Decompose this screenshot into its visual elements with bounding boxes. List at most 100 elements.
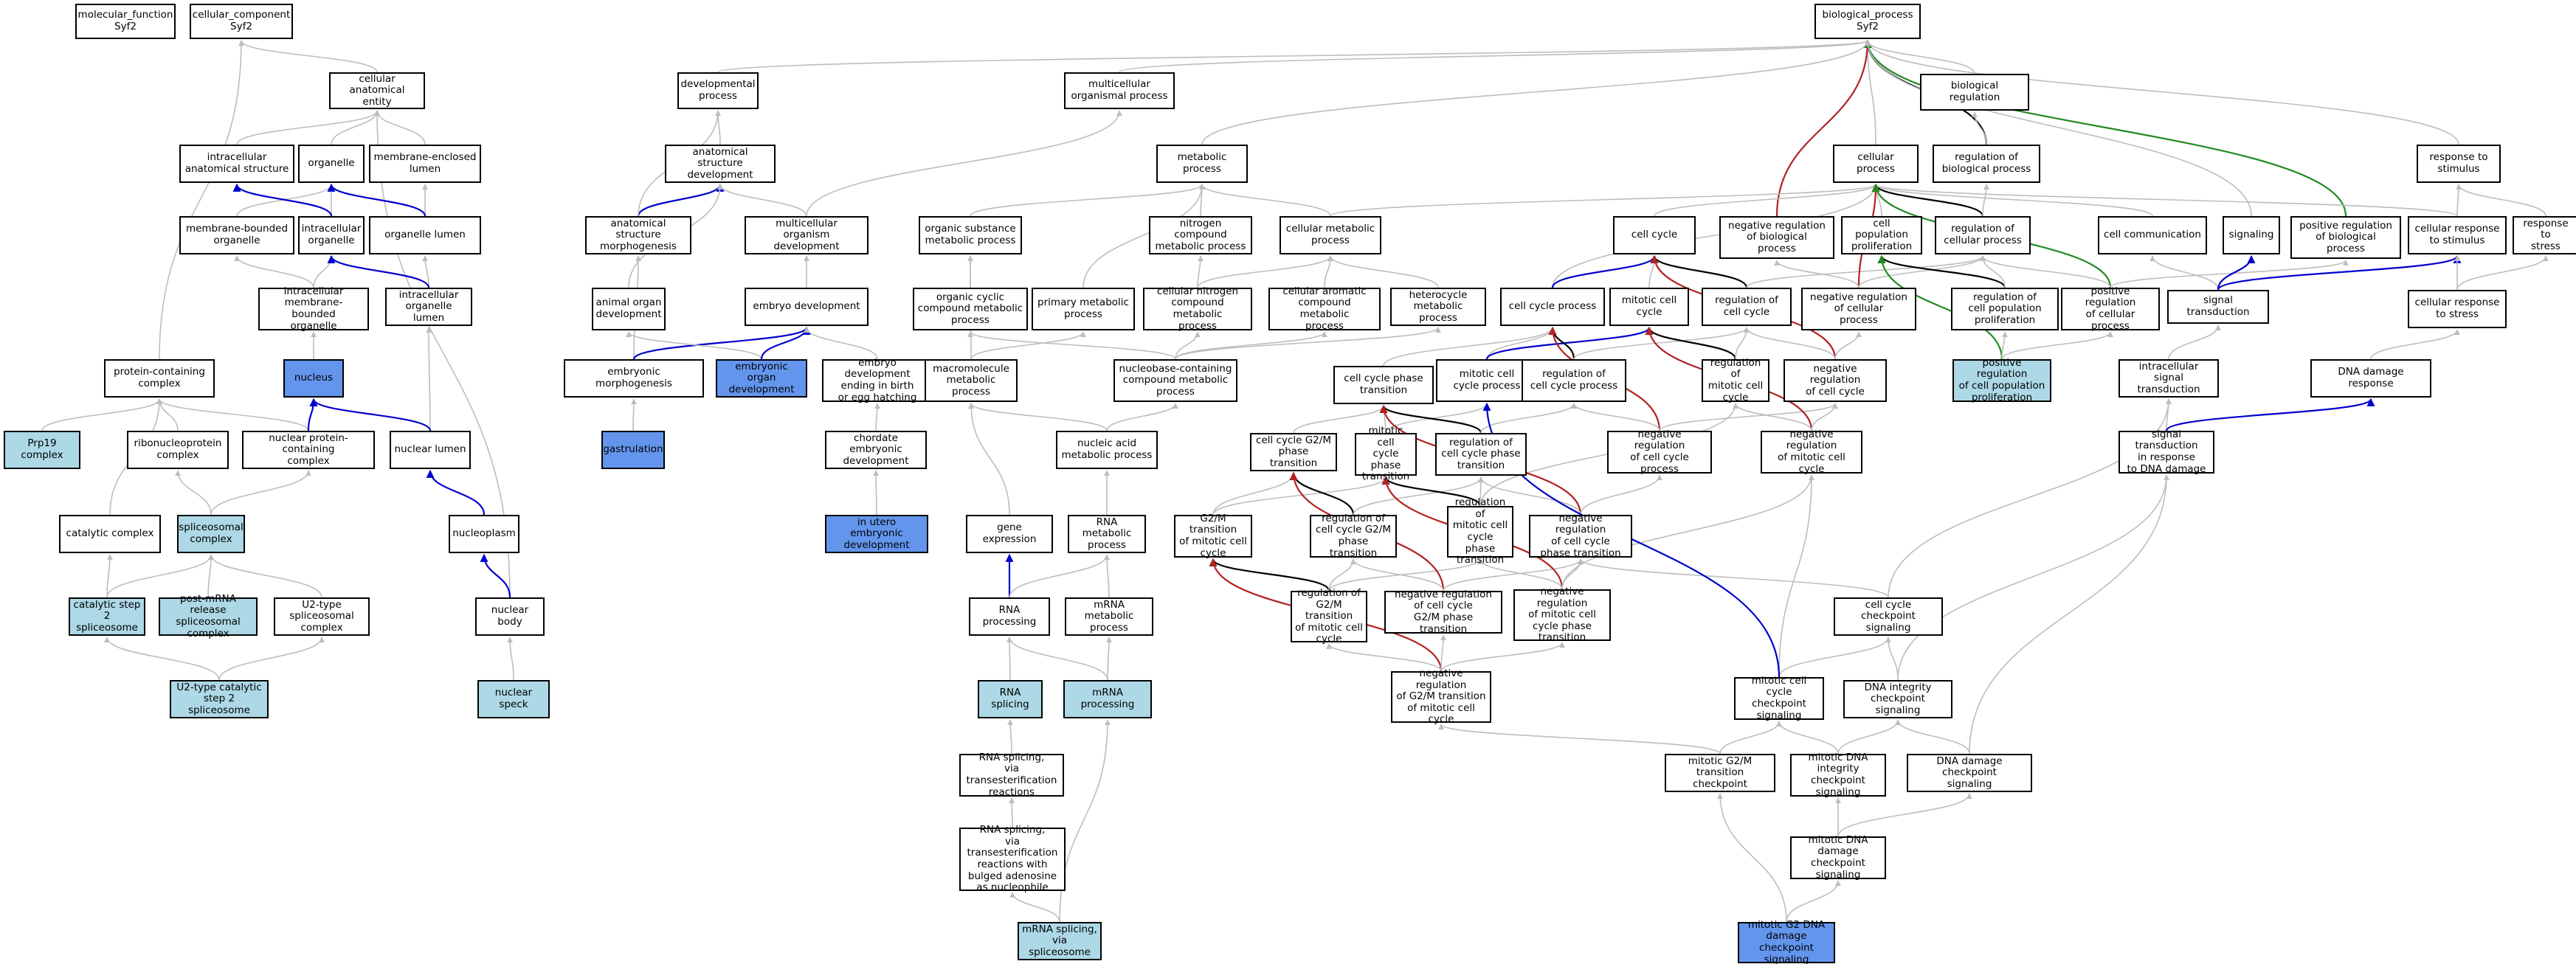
go-term-node[interactable]: catalytic complex bbox=[59, 515, 161, 553]
go-term-node[interactable]: negative regulation of cell cycle bbox=[1783, 359, 1887, 402]
go-term-node[interactable]: intracellular organelle bbox=[298, 216, 365, 254]
go-term-node[interactable]: negative regulation of cell cycle proces… bbox=[1607, 429, 1712, 474]
go-term-node[interactable]: catalytic step 2 spliceosome bbox=[69, 597, 145, 636]
go-term-node[interactable]: intracellular signal transduction bbox=[2119, 359, 2219, 398]
go-term-node[interactable]: organelle lumen bbox=[369, 216, 481, 254]
go-term-node[interactable]: chordate embryonic development bbox=[825, 431, 927, 469]
go-term-node[interactable]: intracellular anatomical structure bbox=[179, 145, 294, 183]
go-term-node[interactable]: animal organ development bbox=[592, 288, 666, 330]
go-term-node[interactable]: regulation of cell cycle process bbox=[1522, 359, 1626, 402]
go-term-node[interactable]: multicellular organismal process bbox=[1064, 72, 1175, 109]
go-term-node[interactable]: negative regulation of cell cycle G2/M p… bbox=[1384, 589, 1502, 634]
go-term-node[interactable]: anatomical structure morphogenesis bbox=[585, 216, 691, 254]
go-term-node[interactable]: response to stimulus bbox=[2417, 145, 2501, 183]
go-term-node[interactable]: mitotic cell cycle bbox=[1609, 288, 1689, 326]
go-term-node[interactable]: ribonucleoprotein complex bbox=[127, 431, 229, 469]
go-term-node[interactable]: positive regulation of cellular process bbox=[2061, 285, 2160, 331]
go-term-node[interactable]: organelle bbox=[298, 145, 365, 183]
go-term-node[interactable]: anatomical structure development bbox=[665, 145, 776, 183]
go-term-node[interactable]: mitotic DNA integrity checkpoint signali… bbox=[1790, 752, 1886, 797]
go-term-node[interactable]: cell cycle bbox=[1613, 216, 1696, 254]
go-term-node[interactable]: response to stress bbox=[2513, 216, 2576, 254]
go-term-node[interactable]: cell cycle checkpoint signaling bbox=[1834, 597, 1943, 636]
go-term-node[interactable]: regulation of cell population proliferat… bbox=[1951, 288, 2059, 330]
go-term-node[interactable]: regulation of biological process bbox=[1933, 145, 2040, 183]
go-term-node[interactable]: biological_process Syf2 bbox=[1814, 4, 1921, 39]
go-term-node[interactable]: U2-type spliceosomal complex bbox=[274, 597, 370, 636]
go-term-node[interactable]: regulation of cell cycle phase transitio… bbox=[1435, 433, 1527, 476]
go-term-node[interactable]: mRNA splicing, via spliceosome bbox=[1018, 922, 1102, 960]
go-term-node[interactable]: gastrulation bbox=[601, 431, 665, 469]
go-term-node[interactable]: signaling bbox=[2223, 216, 2280, 254]
go-term-node[interactable]: macromolecule metabolic process bbox=[925, 359, 1018, 402]
go-term-node[interactable]: developmental process bbox=[677, 72, 759, 109]
go-term-node[interactable]: nucleoplasm bbox=[449, 515, 519, 553]
go-term-node[interactable]: embryo development ending in birth or eg… bbox=[822, 357, 933, 403]
go-term-node[interactable]: organic cyclic compound metabolic proces… bbox=[913, 288, 1028, 330]
go-term-node[interactable]: nucleobase-containing compound metabolic… bbox=[1113, 359, 1237, 402]
go-term-node[interactable]: intracellular organelle lumen bbox=[385, 288, 472, 326]
go-term-node[interactable]: mitotic cell cycle phase transition bbox=[1355, 425, 1417, 482]
go-term-node[interactable]: cellular response to stimulus bbox=[2408, 216, 2507, 254]
go-term-node[interactable]: mRNA metabolic process bbox=[1065, 597, 1153, 636]
go-term-node[interactable]: RNA metabolic process bbox=[1068, 515, 1146, 553]
go-term-node[interactable]: gene expression bbox=[966, 515, 1053, 553]
go-term-node[interactable]: post-mRNA release spliceosomal complex bbox=[159, 593, 258, 639]
go-term-node[interactable]: regulation of cellular process bbox=[1935, 216, 2031, 254]
go-term-node[interactable]: Prp19 complex bbox=[4, 431, 80, 469]
go-term-node[interactable]: mRNA processing bbox=[1063, 680, 1152, 718]
go-term-node[interactable]: regulation of cell cycle G2/M phase tran… bbox=[1310, 513, 1397, 558]
go-term-node[interactable]: RNA processing bbox=[969, 597, 1050, 636]
go-term-node[interactable]: DNA integrity checkpoint signaling bbox=[1843, 680, 1952, 718]
go-term-node[interactable]: embryonic organ development bbox=[716, 359, 807, 398]
go-term-node[interactable]: cell population proliferation bbox=[1841, 216, 1922, 254]
go-term-node[interactable]: negative regulation of cell cycle phase … bbox=[1529, 513, 1632, 558]
go-term-node[interactable]: RNA splicing bbox=[978, 680, 1043, 718]
go-term-node[interactable]: mitotic G2/M transition checkpoint bbox=[1665, 754, 1775, 792]
go-term-node[interactable]: nuclear body bbox=[475, 597, 545, 636]
go-term-node[interactable]: metabolic process bbox=[1156, 145, 1248, 183]
go-term-node[interactable]: cellular_component Syf2 bbox=[190, 4, 293, 39]
go-term-node[interactable]: cell cycle G2/M phase transition bbox=[1250, 433, 1337, 471]
go-term-node[interactable]: nucleic acid metabolic process bbox=[1056, 431, 1158, 469]
go-term-node[interactable]: positive regulation of cell population p… bbox=[1952, 357, 2051, 403]
go-term-node[interactable]: mitotic DNA damage checkpoint signaling bbox=[1790, 834, 1886, 880]
go-term-node[interactable]: membrane-enclosed lumen bbox=[369, 145, 481, 183]
go-term-node[interactable]: regulation of cell cycle bbox=[1702, 288, 1792, 326]
go-term-node[interactable]: cellular process bbox=[1833, 145, 1919, 183]
go-term-node[interactable]: molecular_function Syf2 bbox=[75, 4, 176, 39]
go-term-node[interactable]: membrane-bounded organelle bbox=[179, 216, 294, 254]
go-term-node[interactable]: regulation of G2/M transition of mitotic… bbox=[1291, 587, 1367, 645]
go-term-node[interactable]: RNA splicing, via transesterification re… bbox=[959, 825, 1066, 893]
go-term-node[interactable]: cellular nitrogen compound metabolic pro… bbox=[1143, 285, 1252, 331]
go-term-node[interactable]: multicellular organism development bbox=[745, 216, 869, 254]
go-term-node[interactable]: mitotic cell cycle process bbox=[1436, 359, 1538, 402]
go-term-node[interactable]: spliceosomal complex bbox=[177, 515, 245, 553]
go-term-node[interactable]: positive regulation of biological proces… bbox=[2290, 216, 2401, 259]
go-term-node[interactable]: nuclear lumen bbox=[390, 431, 471, 469]
go-term-node[interactable]: biological regulation bbox=[1920, 74, 2029, 111]
go-term-node[interactable]: intracellular membrane-bounded organelle bbox=[258, 285, 369, 331]
go-term-node[interactable]: negative regulation of biological proces… bbox=[1719, 216, 1834, 259]
go-term-node[interactable]: in utero embryonic development bbox=[825, 515, 928, 553]
go-term-node[interactable]: cellular metabolic process bbox=[1280, 216, 1381, 254]
go-term-node[interactable]: heterocycle metabolic process bbox=[1390, 288, 1486, 326]
go-term-node[interactable]: negative regulation of G2/M transition o… bbox=[1391, 667, 1491, 725]
go-term-node[interactable]: nuclear protein-containing complex bbox=[242, 431, 375, 469]
go-term-node[interactable]: regulation of mitotic cell cycle bbox=[1702, 357, 1769, 403]
go-term-node[interactable]: nitrogen compound metabolic process bbox=[1149, 216, 1252, 254]
go-term-node[interactable]: negative regulation of mitotic cell cycl… bbox=[1761, 429, 1862, 474]
go-term-node[interactable]: mitotic cell cycle checkpoint signaling bbox=[1734, 675, 1824, 721]
go-term-node[interactable]: G2/M transition of mitotic cell cycle bbox=[1174, 513, 1252, 558]
go-term-node[interactable]: signal transduction bbox=[2167, 290, 2269, 324]
go-term-node[interactable]: nuclear speck bbox=[477, 680, 550, 718]
go-term-node[interactable]: U2-type catalytic step 2 spliceosome bbox=[170, 680, 269, 718]
go-term-node[interactable]: DNA damage response bbox=[2310, 359, 2431, 398]
go-term-node[interactable]: cellular response to stress bbox=[2408, 290, 2507, 328]
go-term-node[interactable]: cellular anatomical entity bbox=[329, 72, 425, 109]
go-term-node[interactable]: mitotic G2 DNA damage checkpoint signali… bbox=[1738, 919, 1835, 964]
go-term-node[interactable]: cell cycle process bbox=[1500, 288, 1605, 326]
go-term-node[interactable]: RNA splicing, via transesterification re… bbox=[959, 752, 1064, 797]
go-term-node[interactable]: negative regulation of mitotic cell cycl… bbox=[1513, 586, 1611, 643]
go-term-node[interactable]: organic substance metabolic process bbox=[919, 216, 1022, 254]
